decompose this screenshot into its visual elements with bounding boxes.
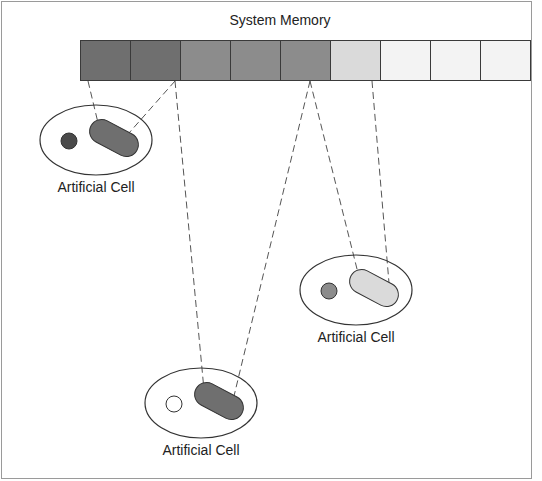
- dashed-mapping: [175, 81, 204, 390]
- cell-organelle: [190, 378, 247, 424]
- cell-organelle: [85, 115, 142, 161]
- memory-cell: [481, 41, 531, 81]
- cell-label: Artificial Cell: [122, 442, 280, 459]
- artificial-cell: Artificial Cell: [142, 366, 260, 462]
- memory-cell: [381, 41, 431, 81]
- artificial-cell: Artificial Cell: [37, 103, 155, 199]
- memory-cell: [181, 41, 231, 81]
- cell-membrane: [145, 368, 257, 438]
- memory-cell: [331, 41, 381, 81]
- cell-membrane: [300, 255, 412, 325]
- memory-cell: [431, 41, 481, 81]
- memory-cell: [231, 41, 281, 81]
- cell-organelle: [345, 265, 402, 311]
- dashed-mapping: [372, 81, 389, 283]
- memory-bar: System Memory: [80, 8, 531, 81]
- cell-label: Artificial Cell: [17, 179, 175, 196]
- artificial-cell: Artificial Cell: [297, 253, 415, 349]
- dashed-mapping: [129, 81, 175, 133]
- dashed-mapping: [310, 81, 359, 277]
- memory-cell: [81, 41, 131, 81]
- dashed-mapping: [234, 81, 310, 396]
- memory-cell: [281, 41, 331, 81]
- memory-title: System Memory: [130, 12, 430, 29]
- cell-label: Artificial Cell: [277, 329, 435, 346]
- cell-nucleus: [61, 133, 77, 149]
- frame-border: [2, 2, 532, 479]
- memory-cell: [131, 41, 181, 81]
- cell-nucleus: [166, 396, 182, 412]
- cell-membrane: [40, 105, 152, 175]
- cell-nucleus: [321, 283, 337, 299]
